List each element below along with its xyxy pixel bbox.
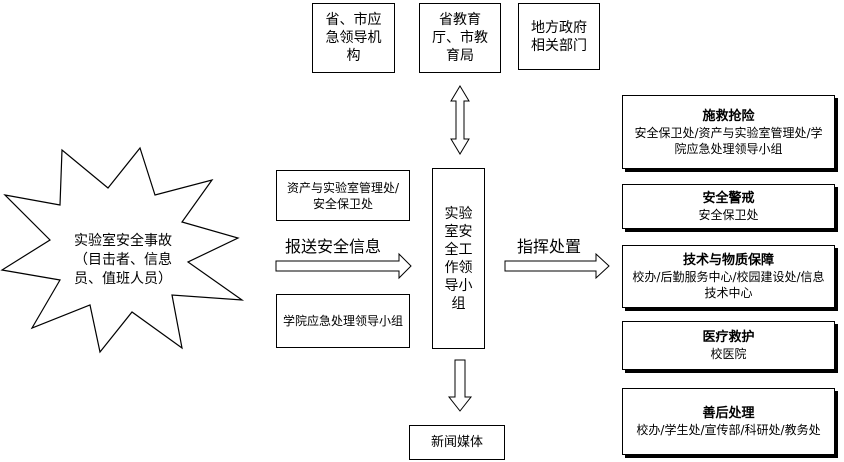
response-security-cordon: 安全警戒 安全保卫处	[622, 184, 835, 229]
top-unit-label: 地方政府相关部门	[531, 19, 587, 54]
response-logistics: 技术与物质保障 校办/后勤服务中心/校园建设处/信息技术中心	[622, 245, 835, 308]
incident-burst	[0, 146, 245, 354]
response-title: 安全警戒	[702, 191, 755, 206]
response-title: 施救抢险	[702, 108, 755, 124]
top-unit-label: 省教育厅、市教育局	[432, 12, 488, 64]
response-desc: 校办/后勤服务中心/校园建设处/信息技术中心	[632, 270, 825, 300]
response-rescue: 施救抢险 安全保卫处/资产与实验室管理处/学院应急处理领导小组	[622, 95, 835, 169]
top-unit-local-government: 地方政府相关部门	[518, 3, 600, 70]
left-unit-label: 资产与实验室管理处/安全保卫处	[286, 180, 400, 211]
left-unit-label: 学院应急处理领导小组	[283, 314, 404, 328]
news-media-box: 新闻媒体	[409, 425, 505, 460]
incident-line-3: 员、值班人员）	[74, 271, 172, 287]
command-arrow	[504, 252, 610, 280]
response-desc: 校医院	[710, 347, 747, 361]
bidirectional-arrow	[450, 85, 470, 155]
top-unit-education-department: 省教育厅、市教育局	[419, 3, 501, 73]
command-label: 指挥处置	[517, 237, 582, 256]
left-unit-asset-security: 资产与实验室管理处/安全保卫处	[276, 170, 410, 221]
incident-line-2: （目击者、信息	[74, 252, 172, 268]
top-unit-provincial-emergency: 省、市应急领导机构	[312, 3, 395, 73]
incident-line-1: 实验室安全事故	[74, 233, 172, 249]
center-label: 实验室安全工作领导小组	[444, 205, 473, 312]
center-leadership-group: 实验室安全工作领导小组	[432, 168, 485, 349]
response-title: 医疗救护	[702, 330, 755, 345]
report-arrow	[275, 252, 412, 280]
media-arrow	[447, 359, 473, 412]
response-title: 善后处理	[702, 406, 755, 421]
media-label: 新闻媒体	[430, 435, 483, 450]
response-desc: 安全保卫处/资产与实验室管理处/学院应急处理领导小组	[634, 125, 823, 156]
top-unit-label: 省、市应急领导机构	[325, 12, 382, 64]
report-label: 报送安全信息	[285, 237, 382, 256]
response-title: 技术与物质保障	[682, 253, 774, 268]
response-desc: 安全保卫处	[698, 208, 759, 222]
response-aftermath: 善后处理 校办/学生处/宣传部/科研处/教务处	[622, 388, 835, 455]
response-medical: 医疗救护 校医院	[622, 321, 835, 370]
left-unit-college-emergency: 学院应急处理领导小组	[276, 294, 410, 348]
response-desc: 校办/学生处/宣传部/科研处/教务处	[636, 423, 821, 437]
incident-label: 实验室安全事故 （目击者、信息 员、值班人员）	[48, 232, 198, 289]
